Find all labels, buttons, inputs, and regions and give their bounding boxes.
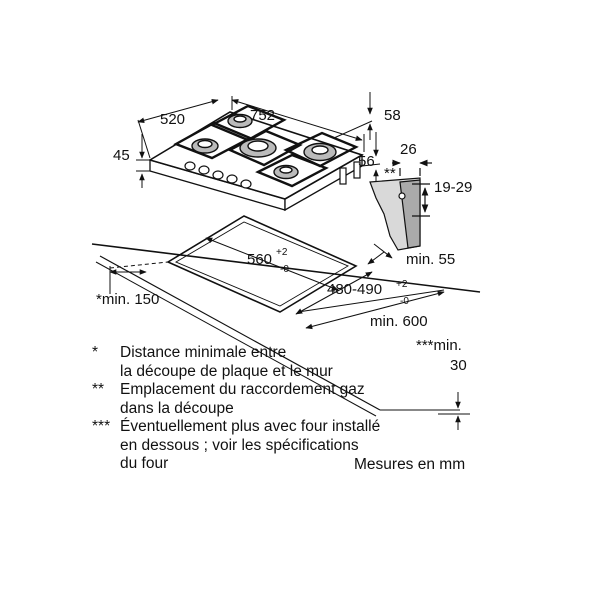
mounting-clamp — [369, 159, 432, 251]
legend-text: Distance minimale entre la découpe de pl… — [120, 344, 512, 381]
dim-cutout-depth-tol-minus: -0 — [400, 296, 409, 307]
legend-mark: * — [92, 344, 99, 361]
dim-front-offset: 56 — [358, 153, 375, 170]
hob-feet — [339, 161, 361, 185]
legend-line: Distance minimale entre — [120, 344, 287, 361]
dim-min-worktop: min. 600 — [370, 313, 428, 330]
unit-note: Mesures en mm — [354, 456, 466, 473]
dim-back-offset: 58 — [384, 107, 401, 124]
legend-text: Éventuellement plus avec four installé e… — [120, 418, 512, 474]
dim-min-side: *min. 150 — [96, 291, 159, 308]
legend-line: la découpe de plaque et le mur — [120, 362, 333, 380]
legend-line: en dessous ; voir les spécifications — [120, 436, 359, 454]
dim-cutout-depth: 480-490 — [327, 281, 382, 298]
dim-depth: 520 — [160, 111, 185, 128]
dim-min-back: min. 55 — [406, 251, 455, 268]
dim-clamp-range: 19-29 — [434, 179, 472, 196]
dim-width: 752 — [250, 107, 275, 124]
legend-item: *** Éventuellement plus avec four instal… — [92, 418, 512, 474]
dim-min-oven-label: ***min. — [416, 337, 462, 354]
cutout-dimension-lines — [109, 237, 461, 430]
hob-dimension-lines — [136, 92, 381, 188]
cutout — [109, 215, 358, 313]
legend-item: * Distance minimale entre la découpe de … — [92, 344, 512, 381]
footnote-legend: * Distance minimale entre la découpe de … — [92, 344, 512, 474]
legend-item: ** Emplacement du raccordement gaz dans … — [92, 381, 512, 418]
dim-height: 45 — [113, 147, 130, 164]
legend-text: Emplacement du raccordement gaz dans la … — [120, 381, 512, 418]
dim-cutout-width-tol-minus: -0 — [280, 264, 289, 275]
legend-mark: ** — [92, 381, 105, 398]
legend-line: Éventuellement plus avec four installé — [120, 418, 381, 435]
legend-line: dans la découpe — [120, 399, 234, 417]
dim-cutout-depth-tol-plus: +2 — [396, 279, 408, 290]
dim-cutout-width: 560 — [247, 251, 272, 268]
dim-min-oven-value: 30 — [450, 357, 467, 374]
clamp-gas-marker: ** — [384, 165, 396, 182]
control-knobs — [184, 161, 252, 189]
dim-cutout-width-tol-plus: +2 — [276, 247, 288, 258]
legend-line: Emplacement du raccordement gaz — [120, 381, 365, 398]
dim-clamp-width: 26 — [400, 141, 417, 158]
legend-mark: *** — [92, 418, 111, 435]
legend-line: du four — [120, 455, 169, 472]
